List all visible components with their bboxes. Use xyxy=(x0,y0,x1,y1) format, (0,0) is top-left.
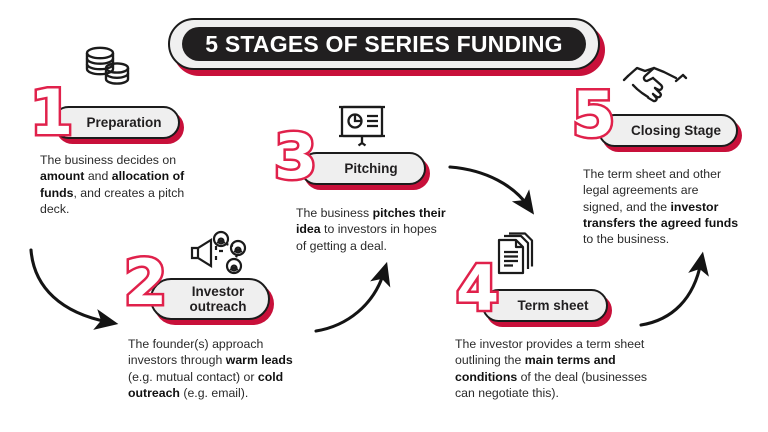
stage-body-5: The term sheet and other legal agreement… xyxy=(583,167,739,247)
arrow-stage4-to-stage5 xyxy=(639,251,709,327)
stage-body-4: The investor provides a term sheet outli… xyxy=(455,337,648,401)
stage-label-text-3: Pitching xyxy=(344,160,398,176)
stage-label-pill-4[interactable]: Term sheet xyxy=(482,289,612,327)
page-title: 5 STAGES OF SERIES FUNDING xyxy=(168,18,605,76)
title-inner-panel: 5 STAGES OF SERIES FUNDING xyxy=(182,27,586,61)
stage-label-text-1: Preparation xyxy=(86,114,162,130)
arrow-stage3-to-stage4 xyxy=(448,165,535,215)
arrow-stage2-to-stage3 xyxy=(314,261,391,333)
documents-icon xyxy=(492,232,544,282)
title-outline: 5 STAGES OF SERIES FUNDING xyxy=(168,18,600,70)
megaphone-network-icon xyxy=(186,228,248,280)
stage-label-text-5: Closing Stage xyxy=(630,122,721,138)
stage-label-pill-2[interactable]: Investor outreach xyxy=(150,278,274,325)
coins-stack-icon xyxy=(78,42,134,90)
stage-label-text-4: Term sheet xyxy=(517,297,589,313)
stage-body-3: The business pitches their idea to inves… xyxy=(296,206,446,253)
stage-body-1: The business decides on amount and alloc… xyxy=(40,153,185,217)
stage-label-pill-1[interactable]: Preparation xyxy=(52,106,184,144)
handshake-icon xyxy=(622,56,690,106)
stage-body-2: The founder(s) approach investors throug… xyxy=(128,337,293,401)
stage-label-text-2: Investor outreach xyxy=(189,283,247,314)
stage-label-pill-5[interactable]: Closing Stage xyxy=(598,114,742,152)
title-text: 5 STAGES OF SERIES FUNDING xyxy=(205,30,563,57)
presentation-chart-icon xyxy=(334,100,390,150)
stage-label-pill-3[interactable]: Pitching xyxy=(300,152,430,190)
arrow-stage1-to-stage2 xyxy=(29,248,119,330)
